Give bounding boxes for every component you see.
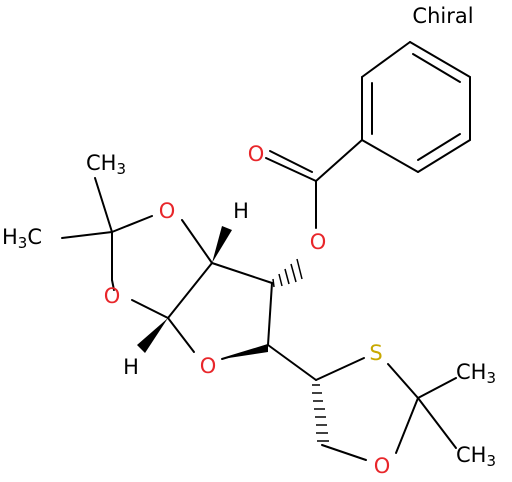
ring-oxygen-label: O	[200, 354, 217, 378]
chiral-label: Chiral	[412, 4, 473, 28]
oxathiolane-oxygen-label: O	[374, 454, 391, 478]
hashed-wedge-oxathiolane	[312, 384, 329, 442]
methyl-left-sub: 3	[18, 234, 28, 252]
hydrogen-lower-label: H	[123, 355, 139, 379]
methyl-left-label: H3C	[2, 225, 42, 252]
carbonyl-oxygen-label: O	[248, 142, 265, 166]
methyl-right-upper-label: CH3	[456, 360, 496, 387]
methyl-top-sub: 3	[116, 160, 126, 178]
ester-oxygen-label: O	[310, 230, 327, 254]
dioxolane-oxygen-lower-label: O	[104, 284, 121, 308]
methyl-left-h: H	[2, 225, 18, 249]
dioxolane-ring	[61, 177, 213, 319]
methyl-right-upper-ch: CH	[456, 360, 486, 384]
bold-wedge-h-upper	[212, 226, 232, 263]
hydrogen-upper-label: H	[233, 199, 249, 223]
furanose-ring	[167, 262, 273, 360]
methyl-top-label: CH3	[86, 151, 126, 178]
methyl-right-lower-label: CH3	[456, 443, 496, 470]
oxathiolane-ring	[267, 344, 457, 461]
methyl-right-upper-sub: 3	[486, 369, 496, 387]
methyl-right-lower-sub: 3	[486, 452, 496, 470]
methyl-top-ch: CH	[86, 151, 116, 175]
sulfur-label: S	[369, 341, 382, 365]
methyl-left-c: C	[27, 225, 42, 249]
hashed-wedge-ester	[271, 258, 303, 288]
bold-wedge-c4	[222, 345, 268, 359]
dioxolane-oxygen-upper-label: O	[159, 199, 176, 223]
methyl-right-lower-ch: CH	[456, 443, 486, 467]
benzene-ring	[361, 41, 471, 173]
bold-wedge-h-lower	[137, 318, 168, 353]
ester-group	[265, 139, 363, 229]
